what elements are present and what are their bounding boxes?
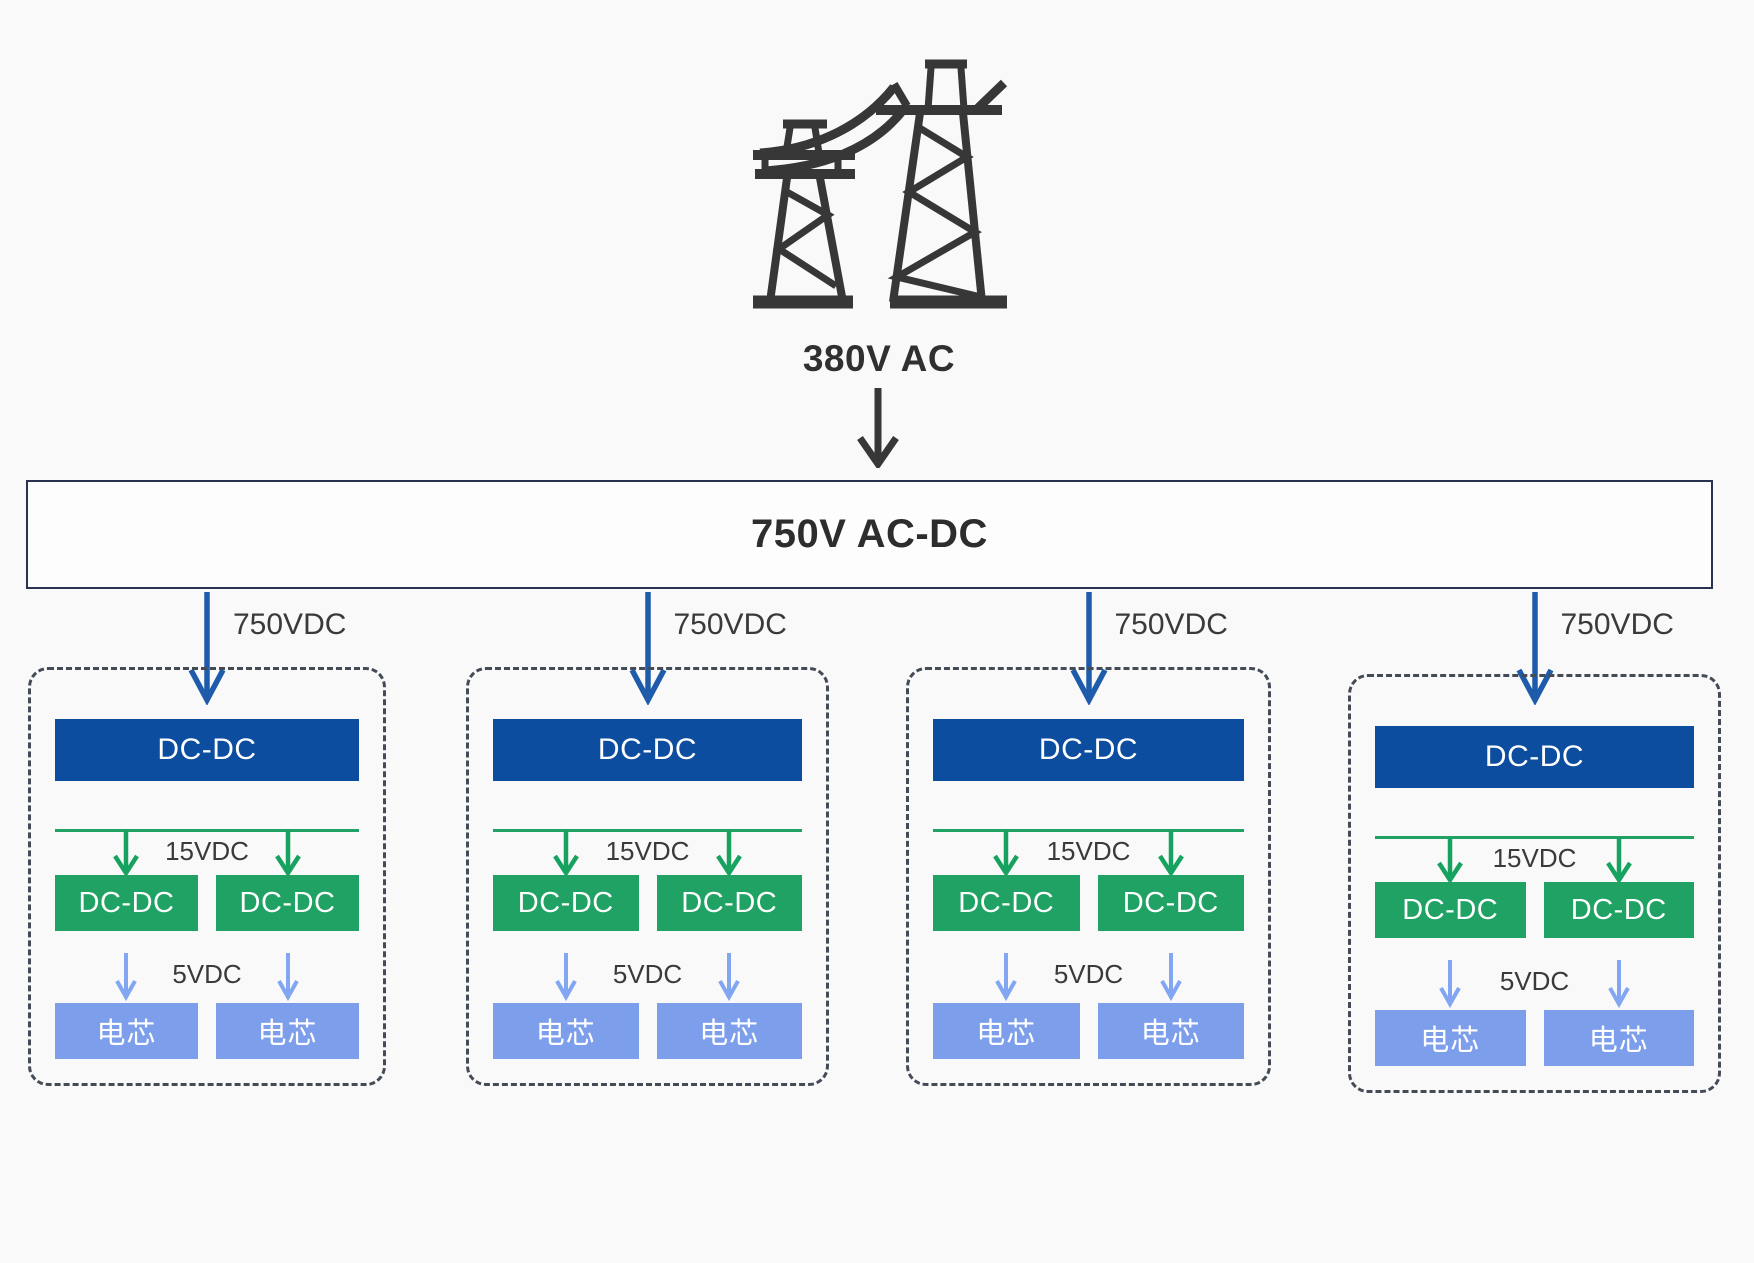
secondary-dcdc-box: DC-DC xyxy=(55,875,198,931)
mid-voltage-label: 15VDC xyxy=(1046,836,1131,866)
primary-dcdc-box: DC-DC xyxy=(493,719,802,781)
dcdc-module-box: DC-DC 15VDC DC-DC DC-DC xyxy=(1348,674,1721,1093)
acdc-converter-label: 750V AC-DC xyxy=(751,512,988,556)
primary-dcdc-box: DC-DC xyxy=(1375,726,1694,788)
battery-cell-box: 电芯 xyxy=(1097,1003,1244,1059)
acdc-converter-box: 750V AC-DC xyxy=(26,480,1713,589)
dcdc-module-box: DC-DC 15VDC DC-DC DC-DC xyxy=(906,667,1271,1086)
secondary-dcdc-box: DC-DC xyxy=(1375,882,1526,938)
mid-voltage-label: 15VDC xyxy=(1492,843,1577,873)
cell-down-arrow-icon xyxy=(276,953,299,1001)
mid-down-arrow-icon xyxy=(113,830,140,877)
cell-down-arrow-icon xyxy=(1607,960,1630,1008)
battery-cell-box: 电芯 xyxy=(656,1003,802,1059)
secondary-dcdc-row: DC-DC DC-DC xyxy=(933,875,1244,931)
secondary-dcdc-box: DC-DC xyxy=(1097,875,1244,931)
feed-voltage-label: 750VDC xyxy=(1560,608,1674,641)
secondary-dcdc-row: DC-DC DC-DC xyxy=(493,875,802,931)
output-voltage-label: 5VDC xyxy=(612,959,683,989)
transmission-tower-icon xyxy=(753,59,1008,309)
battery-cell-box: 电芯 xyxy=(1375,1010,1526,1066)
mid-down-arrow-icon xyxy=(552,830,579,877)
mid-voltage-label: 15VDC xyxy=(165,836,249,866)
cell-down-arrow-icon xyxy=(1159,953,1182,1001)
dc-bus-line xyxy=(493,829,802,832)
branch-group: 750VDC DC-DC 15VDC DC-DC DC-DC xyxy=(466,592,829,1097)
battery-cell-row: 电芯 电芯 xyxy=(55,1003,359,1059)
secondary-dcdc-box: DC-DC xyxy=(493,875,639,931)
secondary-dcdc-row: DC-DC DC-DC xyxy=(1375,882,1694,938)
mid-down-arrow-icon xyxy=(716,830,743,877)
battery-cell-row: 电芯 电芯 xyxy=(1375,1010,1694,1066)
battery-cell-box: 电芯 xyxy=(933,1003,1080,1059)
secondary-dcdc-box: DC-DC xyxy=(656,875,802,931)
cell-down-arrow-icon xyxy=(115,953,138,1001)
battery-cell-box: 电芯 xyxy=(1543,1010,1694,1066)
dc-bus-line xyxy=(55,829,359,832)
cell-down-arrow-icon xyxy=(554,953,577,1001)
source-voltage-label: 380V AC xyxy=(802,338,956,379)
cell-down-arrow-icon xyxy=(1439,960,1462,1008)
dcdc-module-box: DC-DC 15VDC DC-DC DC-DC xyxy=(466,667,829,1086)
feed-down-arrow-icon xyxy=(1516,592,1553,705)
feed-voltage-label: 750VDC xyxy=(673,608,787,641)
secondary-dcdc-row: DC-DC DC-DC xyxy=(55,875,359,931)
secondary-dcdc-box: DC-DC xyxy=(216,875,359,931)
battery-cell-box: 电芯 xyxy=(216,1003,359,1059)
mid-down-arrow-icon xyxy=(1157,830,1184,877)
output-voltage-label: 5VDC xyxy=(172,959,242,989)
mid-voltage-label: 15VDC xyxy=(605,836,690,866)
cell-down-arrow-icon xyxy=(995,953,1018,1001)
dc-bus-line xyxy=(1375,836,1694,839)
feed-voltage-label: 750VDC xyxy=(1114,608,1228,641)
mid-down-arrow-icon xyxy=(1437,837,1464,884)
down-arrow-icon xyxy=(857,388,899,468)
mid-down-arrow-icon xyxy=(993,830,1020,877)
mid-down-arrow-icon xyxy=(274,830,301,877)
battery-cell-box: 电芯 xyxy=(55,1003,198,1059)
secondary-dcdc-box: DC-DC xyxy=(1543,882,1694,938)
branch-group: 750VDC DC-DC 15VDC DC-DC DC-DC xyxy=(906,592,1271,1097)
secondary-dcdc-box: DC-DC xyxy=(933,875,1080,931)
feed-down-arrow-icon xyxy=(188,592,226,705)
mid-down-arrow-icon xyxy=(1605,837,1632,884)
feed-down-arrow-icon xyxy=(1070,592,1107,705)
battery-cell-box: 电芯 xyxy=(493,1003,639,1059)
cell-down-arrow-icon xyxy=(718,953,740,1001)
branch-group: 750VDC DC-DC 15VDC DC-DC DC-DC xyxy=(28,592,386,1097)
dcdc-module-box: DC-DC 15VDC DC-DC DC-DC xyxy=(28,667,386,1086)
primary-dcdc-box: DC-DC xyxy=(55,719,359,781)
feed-down-arrow-icon xyxy=(629,592,666,705)
output-voltage-label: 5VDC xyxy=(1053,959,1124,989)
battery-cell-row: 电芯 电芯 xyxy=(933,1003,1244,1059)
feed-voltage-label: 750VDC xyxy=(233,608,347,641)
output-voltage-label: 5VDC xyxy=(1499,966,1570,996)
branch-group: 750VDC DC-DC 15VDC DC-DC DC-DC xyxy=(1348,592,1721,1097)
dc-bus-line xyxy=(933,829,1244,832)
primary-dcdc-box: DC-DC xyxy=(933,719,1244,781)
battery-cell-row: 电芯 电芯 xyxy=(493,1003,802,1059)
